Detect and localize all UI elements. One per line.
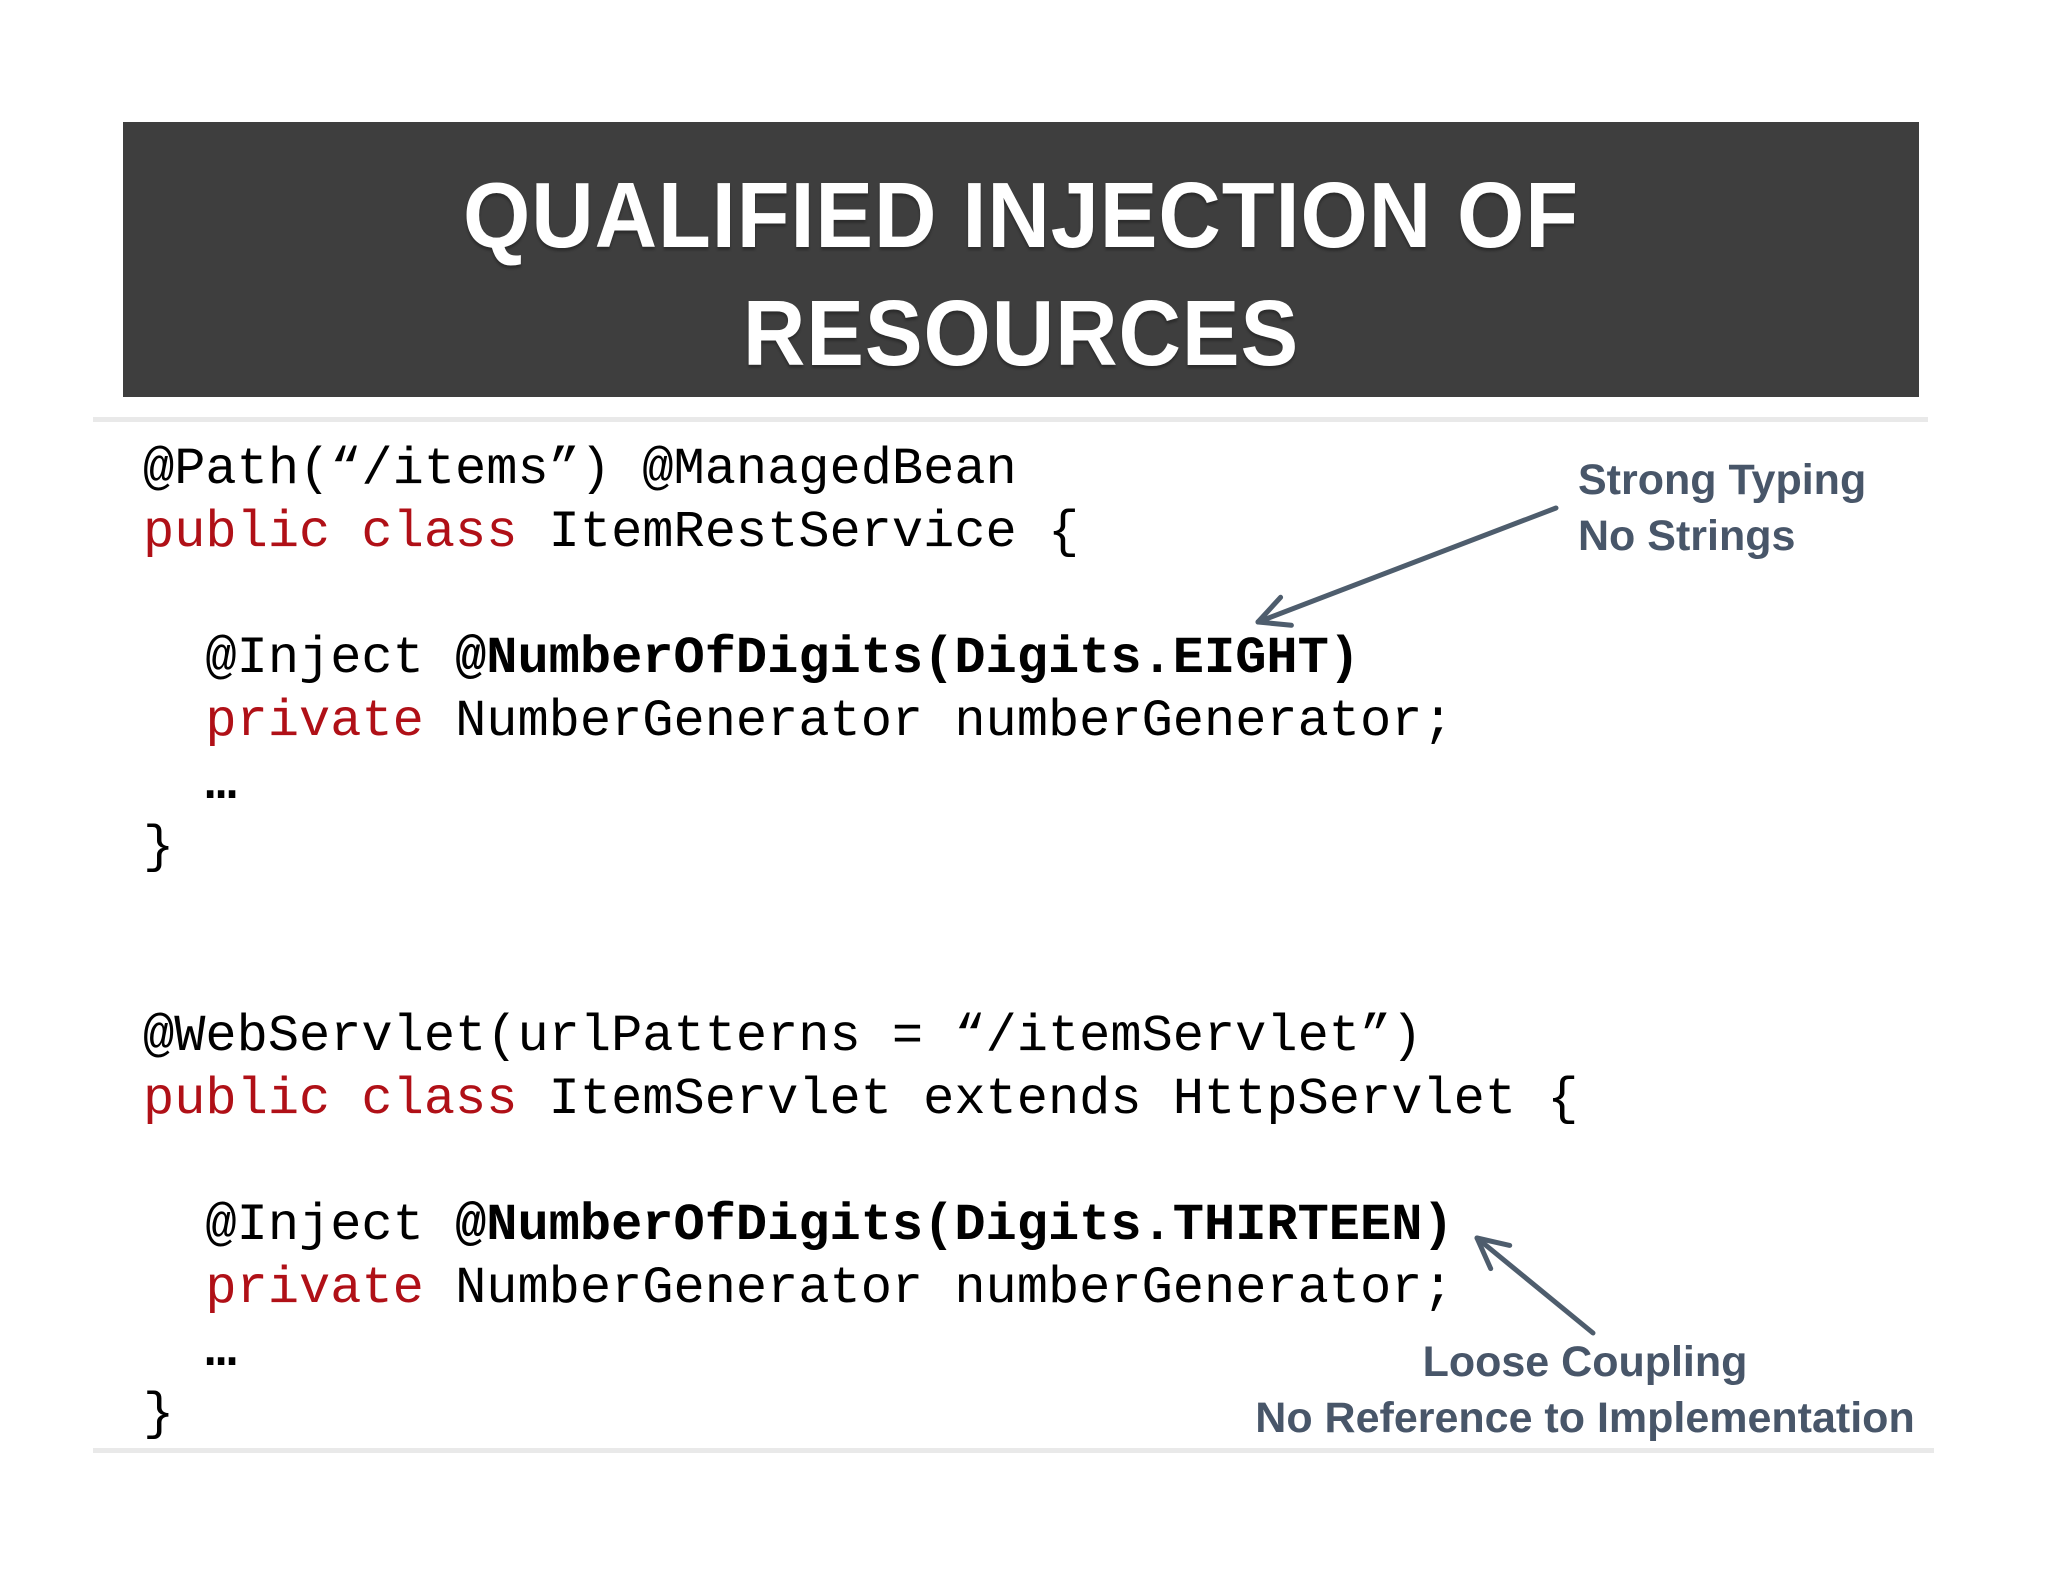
code-line xyxy=(143,942,1578,1005)
code-line: … xyxy=(143,1322,237,1381)
code-line xyxy=(143,1131,1578,1194)
code-line: @WebServlet(urlPatterns = “/itemServlet”… xyxy=(143,1007,1423,1066)
annotation-line: No Strings xyxy=(1578,512,1796,560)
slide-title-line-1: QUALIFIED INJECTION OF xyxy=(462,163,1580,267)
code-line: public class ItemServlet extends HttpSer… xyxy=(143,1070,1579,1129)
code-line xyxy=(143,564,1578,627)
annotation-loose-coupling: Loose Coupling No Reference to Implement… xyxy=(1180,1334,1990,1446)
code-line: private NumberGenerator numberGenerator; xyxy=(205,1259,1454,1318)
code-line: public class ItemRestService { xyxy=(143,503,1080,562)
code-line: } xyxy=(143,1385,175,1444)
annotation-strong-typing: Strong Typing No Strings xyxy=(1578,452,1866,564)
annotation-line: No Reference to Implementation xyxy=(1255,1394,1915,1442)
code-line xyxy=(143,879,1578,942)
code-line: @Inject @NumberOfDigits(Digits.EIGHT) xyxy=(143,629,1361,688)
code-line: private NumberGenerator numberGenerator; xyxy=(205,692,1454,751)
code-line: } xyxy=(143,818,175,877)
code-line: @Path(“/items”) @ManagedBean xyxy=(143,440,1017,499)
code-line: @Inject @NumberOfDigits(Digits.THIRTEEN) xyxy=(143,1196,1454,1255)
annotation-line: Loose Coupling xyxy=(1422,1338,1748,1386)
bottom-divider xyxy=(93,1448,1934,1453)
code-line: … xyxy=(143,755,237,814)
slide-title-line-2: RESOURCES xyxy=(742,281,1300,385)
top-divider xyxy=(93,417,1928,422)
title-banner: QUALIFIED INJECTION OF RESOURCES xyxy=(123,122,1919,397)
annotation-line: Strong Typing xyxy=(1578,456,1867,504)
